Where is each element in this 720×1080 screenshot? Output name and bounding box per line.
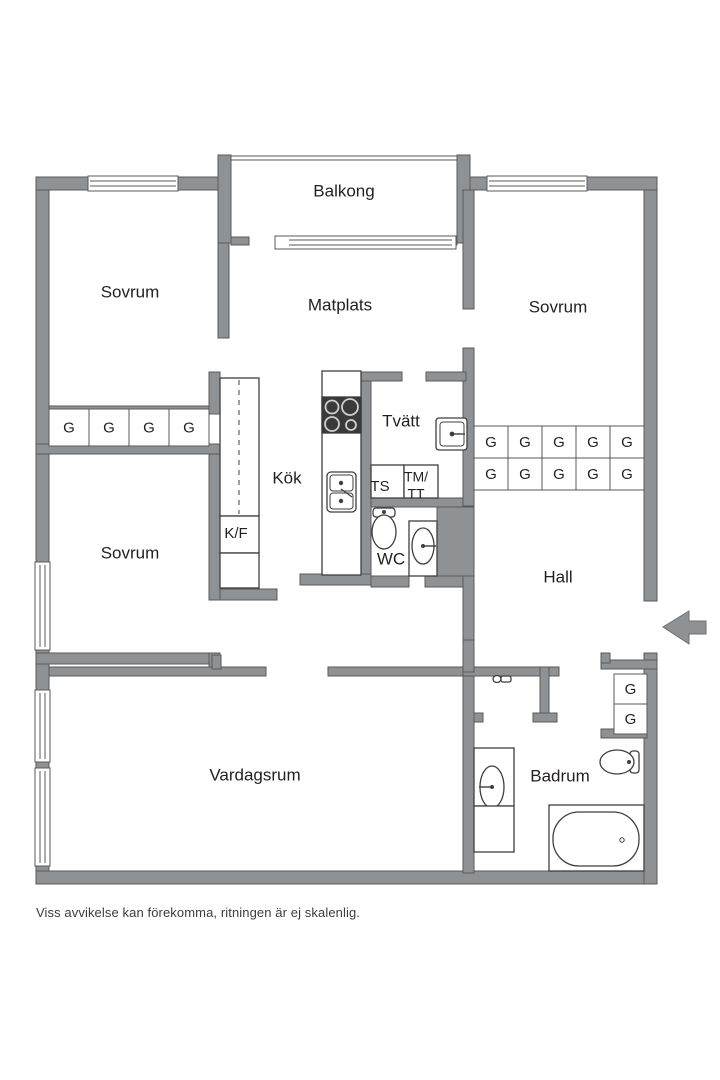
room-label-hall: Hall <box>543 567 572 586</box>
closet-label: G <box>485 466 497 483</box>
closet-box <box>575 425 611 459</box>
wall-badrum-partition-h <box>532 712 558 723</box>
window-living-2 <box>34 689 51 763</box>
stove-icon <box>321 396 362 434</box>
closet-box <box>473 425 509 459</box>
closet-label: G <box>625 711 637 728</box>
closet-label: G <box>621 434 633 451</box>
wall-tvatt-top-right <box>425 371 467 382</box>
kitchen-cabinet-run-left <box>219 377 260 589</box>
closet-box <box>541 425 577 459</box>
wall-badrum-door-stub <box>473 712 484 723</box>
wall-badrum-left <box>462 666 475 874</box>
room-label-balkong: Balkong <box>313 181 374 200</box>
wall-wc-right <box>436 506 475 588</box>
room-label-kok: Kök <box>272 468 302 487</box>
windows-layer <box>34 155 588 867</box>
wall-sovrum-ne-left <box>462 189 475 310</box>
closet-label: G <box>63 419 75 436</box>
entrance-arrow-icon[interactable] <box>662 610 707 645</box>
wall-balcony-stub-left <box>230 236 250 246</box>
wall-badrum-right-notch <box>600 652 611 664</box>
closet-label: G <box>625 681 637 698</box>
wall-kok-left <box>208 371 221 415</box>
closet-box <box>613 703 648 735</box>
closet-label: G <box>519 434 531 451</box>
closet-box <box>88 408 130 447</box>
badrum-shower-icon <box>492 674 512 684</box>
closet-box <box>168 408 210 447</box>
appliance-labels-layer: K/F TS TM/TT <box>224 469 428 542</box>
kitchen-cabinet-run-right <box>321 370 362 576</box>
closet-box <box>507 425 543 459</box>
window-sovrum-nw-top <box>87 175 179 192</box>
wall-outer-bottom <box>35 870 658 885</box>
closet-label: G <box>587 434 599 451</box>
laundry-sink-icon <box>435 417 468 451</box>
closet-label: G <box>621 466 633 483</box>
room-label-matplats: Matplats <box>308 295 372 314</box>
appliance-label-torktumlare: TT <box>407 486 425 502</box>
laundry-appliance-boxes <box>370 464 439 499</box>
closet-label: G <box>485 434 497 451</box>
window-balcony-door <box>274 235 457 250</box>
closet-label: G <box>143 419 155 436</box>
room-label-badrum: Badrum <box>530 766 590 785</box>
wall-sovrum-nw-right <box>217 242 230 339</box>
room-label-wc: WC <box>377 549 405 568</box>
closet-label: G <box>587 466 599 483</box>
room-label-sovrum-nw: Sovrum <box>101 282 160 301</box>
wall-tvatt-top <box>359 371 403 382</box>
fixtures-layer <box>219 370 645 872</box>
kitchen-sink-icon <box>326 471 357 513</box>
wall-kok-bottom-right <box>299 573 372 586</box>
appliance-label-kyl-frys: K/F <box>224 525 247 542</box>
closet-label: G <box>183 419 195 436</box>
closet-label: G <box>553 466 565 483</box>
wall-wc-bottom <box>370 575 410 588</box>
closet-box <box>48 408 90 447</box>
room-label-sovrum-w: Sovrum <box>101 543 160 562</box>
wall-sovrum-w-right <box>208 453 221 601</box>
wc-sink-icon <box>408 520 438 577</box>
badrum-sink-icon <box>473 747 515 853</box>
wall-hall-bottom <box>462 575 475 649</box>
closet-box <box>541 457 577 491</box>
wall-hall-right-lower <box>462 639 475 673</box>
wall-outer-right-upper <box>643 176 658 602</box>
wall-vardagsrum-top-stub <box>211 654 222 670</box>
wall-vardagsrum-top-right <box>327 666 474 677</box>
badrum-toilet-icon <box>599 749 640 775</box>
window-living-3 <box>34 767 51 867</box>
wall-balcony-left <box>217 154 232 244</box>
appliance-label-tork-skap: TS <box>370 478 389 495</box>
window-sovrum-ne-top <box>486 175 588 192</box>
room-label-sovrum-ne: Sovrum <box>529 297 588 316</box>
wall-badrum-partition-v <box>539 666 550 721</box>
wall-vardagsrum-top-left <box>48 666 267 677</box>
window-living-1 <box>34 561 51 651</box>
closet-box <box>128 408 170 447</box>
badrum-bathtub-icon <box>548 804 645 872</box>
closet-box <box>609 457 645 491</box>
wall-badrum-closet-top <box>600 659 658 670</box>
room-label-tvatt: Tvätt <box>382 411 420 430</box>
wc-toilet-icon <box>371 507 397 550</box>
closet-box <box>575 457 611 491</box>
wall-sovrum-w-bottom <box>35 652 220 665</box>
balcony-railing <box>231 155 457 161</box>
plan-disclaimer-caption: Viss avvikelse kan förekomma, ritningen … <box>36 905 361 920</box>
room-label-vardagsrum: Vardagsrum <box>209 765 300 784</box>
appliance-label-tvattmaskin: TM/ <box>404 469 428 485</box>
closet-label: G <box>519 466 531 483</box>
closet-box <box>613 673 648 705</box>
closet-label: G <box>103 419 115 436</box>
closet-label: G <box>553 434 565 451</box>
